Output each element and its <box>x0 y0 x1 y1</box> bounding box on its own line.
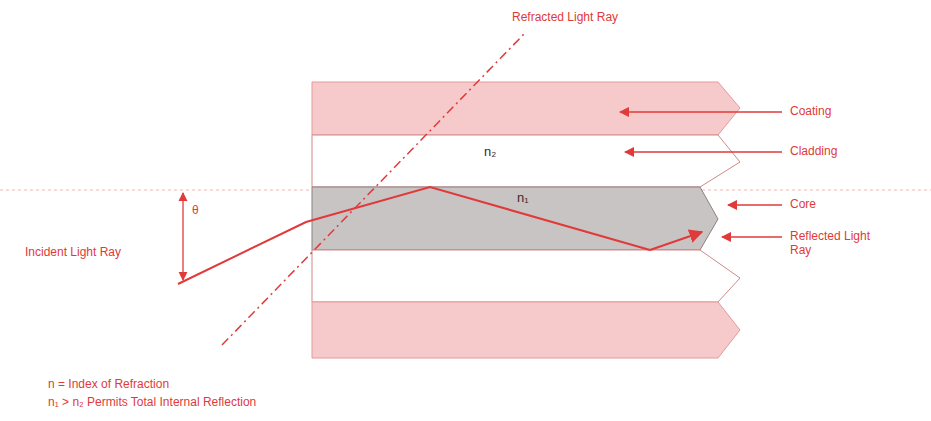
refractive-index: n₁ <box>517 190 529 205</box>
part-label: Cladding <box>790 144 837 158</box>
ray-label: Incident Light Ray <box>18 245 128 259</box>
leader-arrow <box>620 111 782 113</box>
part-label: Core <box>790 197 816 211</box>
cladding-band <box>312 250 740 302</box>
note: n₁ > n₂ Permits Total Internal Reflectio… <box>48 395 256 409</box>
ray-label: Refracted Light Ray <box>512 10 618 24</box>
leader-arrow <box>728 204 782 206</box>
core-band <box>312 187 718 250</box>
light-ray <box>178 187 650 284</box>
part-label: Coating <box>790 104 831 118</box>
leader-arrow <box>722 236 782 238</box>
angle-arrow <box>182 193 183 280</box>
refractive-index: n₂ <box>484 144 496 159</box>
cladding-band-label: n₂ <box>312 135 700 187</box>
note: n = Index of Refraction <box>48 377 169 391</box>
ray-label: Reflected Light Ray <box>790 229 890 258</box>
angle-label: θ <box>192 203 199 217</box>
coating-band <box>312 82 740 135</box>
reflected-ray <box>650 232 702 250</box>
refracted-ray <box>222 34 524 345</box>
coating-band <box>312 302 740 358</box>
core-band-label: n₁ <box>312 187 700 250</box>
leader-arrow <box>625 151 782 153</box>
cladding-band <box>312 135 740 187</box>
